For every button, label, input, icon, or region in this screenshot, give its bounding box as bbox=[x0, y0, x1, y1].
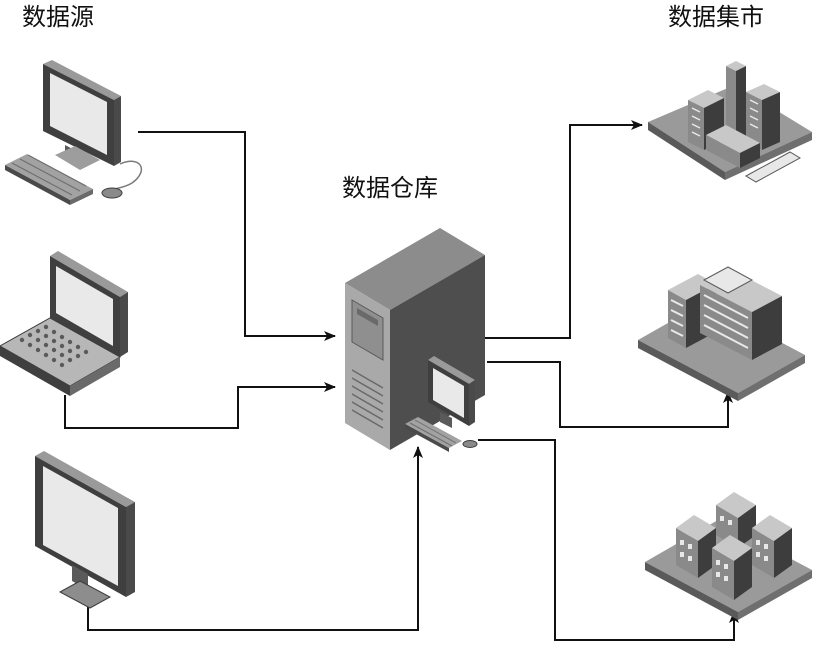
apartment-windows bbox=[680, 516, 768, 581]
data-warehouse-label: 数据仓库 bbox=[342, 174, 438, 202]
connector-monitor-to-warehouse bbox=[87, 446, 423, 631]
skyscraper-building-icon bbox=[648, 61, 812, 183]
laptop-keyboard bbox=[19, 324, 89, 368]
connector-warehouse-to-mart-3 bbox=[478, 439, 739, 641]
connector-laptop-to-warehouse bbox=[64, 382, 336, 429]
data-mart-label: 数据集市 bbox=[668, 3, 764, 31]
office-building-icon bbox=[638, 266, 805, 401]
connector-desktop-to-warehouse bbox=[138, 131, 336, 341]
connector-warehouse-to-mart-1 bbox=[485, 120, 643, 339]
server-tower-icon bbox=[345, 228, 485, 452]
desktop-computer-icon bbox=[5, 60, 143, 205]
connector-warehouse-to-mart-2 bbox=[487, 361, 733, 428]
data-source-label: 数据源 bbox=[22, 3, 94, 31]
apartment-buildings-icon bbox=[645, 492, 812, 620]
monitor-icon bbox=[35, 451, 135, 609]
laptop-icon bbox=[0, 251, 128, 396]
